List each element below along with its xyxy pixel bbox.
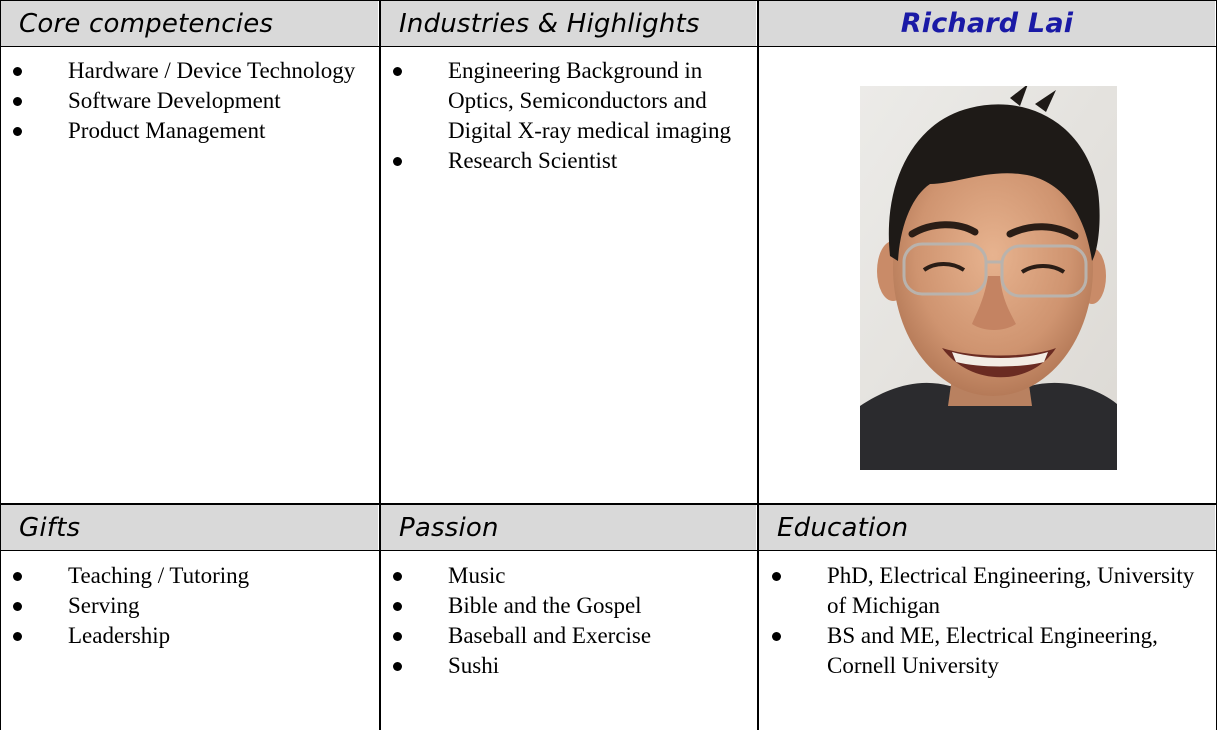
header-gifts: Gifts <box>1 505 378 550</box>
bullet-icon <box>13 127 22 136</box>
header-core-competencies: Core competencies <box>1 1 378 46</box>
education-cell: PhD, Electrical Engineering, University … <box>767 561 1215 730</box>
passion-item-text: Sushi <box>448 653 500 678</box>
header-education-label: Education <box>777 512 909 543</box>
gift-item: Serving <box>8 591 378 621</box>
industry-highlight-item: Research Scientist <box>388 146 756 176</box>
core-competency-item: Software Development <box>8 86 378 116</box>
education-item: PhD, Electrical Engineering, University … <box>767 561 1215 621</box>
header-gifts-label: Gifts <box>19 512 81 543</box>
header-industries-label: Industries & Highlights <box>399 8 700 39</box>
column-divider-1 <box>379 0 381 730</box>
passion-item: Bible and the Gospel <box>388 591 756 621</box>
header-person-name: Richard Lai <box>759 1 1215 46</box>
passion-item: Baseball and Exercise <box>388 621 756 651</box>
portrait-photo <box>860 86 1117 470</box>
education-item: BS and ME, Electrical Engineering, Corne… <box>767 621 1215 681</box>
bullet-icon <box>13 97 22 106</box>
gift-item: Teaching / Tutoring <box>8 561 378 591</box>
gift-item-text: Serving <box>68 593 140 618</box>
bullet-icon <box>393 662 402 671</box>
header-education: Education <box>759 505 1215 550</box>
column-divider-2 <box>757 0 759 730</box>
bullet-icon <box>393 632 402 641</box>
passion-item: Music <box>388 561 756 591</box>
industries-highlights-list: Engineering Background in Optics, Semico… <box>388 56 756 176</box>
header-industries-highlights: Industries & Highlights <box>381 1 756 46</box>
header-passion-label: Passion <box>399 512 499 543</box>
gift-item: Leadership <box>8 621 378 651</box>
row-1-bottom <box>0 503 1217 505</box>
table-border-left <box>0 0 1 730</box>
bullet-icon <box>393 602 402 611</box>
passion-item: Sushi <box>388 651 756 681</box>
education-item-text: BS and ME, Electrical Engineering, Corne… <box>827 623 1158 678</box>
education-list: PhD, Electrical Engineering, University … <box>767 561 1215 681</box>
core-competency-item-text: Product Management <box>68 118 266 143</box>
gift-item-text: Teaching / Tutoring <box>68 563 250 588</box>
bullet-icon <box>772 572 781 581</box>
passion-item-text: Bible and the Gospel <box>448 593 642 618</box>
education-item-text: PhD, Electrical Engineering, University … <box>827 563 1195 618</box>
bullet-icon <box>393 157 402 166</box>
core-competency-item-text: Software Development <box>68 88 281 113</box>
bullet-icon <box>393 67 402 76</box>
passion-item-text: Baseball and Exercise <box>448 623 652 648</box>
bullet-icon <box>13 67 22 76</box>
portrait-image <box>860 86 1117 470</box>
header-passion: Passion <box>381 505 756 550</box>
bullet-icon <box>772 632 781 641</box>
table-border-top <box>0 0 1217 1</box>
core-competency-item: Hardware / Device Technology <box>8 56 378 86</box>
bullet-icon <box>13 602 22 611</box>
header-core-competencies-label: Core competencies <box>19 8 274 39</box>
header-row-1-bottom <box>0 46 1217 47</box>
bullet-icon <box>393 572 402 581</box>
bullet-icon <box>13 632 22 641</box>
industries-highlights-cell: Engineering Background in Optics, Semico… <box>388 56 756 496</box>
gift-item-text: Leadership <box>68 623 171 648</box>
industry-highlight-item-text: Research Scientist <box>448 148 618 173</box>
industry-highlight-item: Engineering Background in Optics, Semico… <box>388 56 756 146</box>
core-competency-item: Product Management <box>8 116 378 146</box>
person-name: Richard Lai <box>900 8 1074 39</box>
bullet-icon <box>13 572 22 581</box>
industry-highlight-item-text: Engineering Background in Optics, Semico… <box>448 58 731 143</box>
core-competency-item-text: Hardware / Device Technology <box>68 58 356 83</box>
passion-item-text: Music <box>448 563 506 588</box>
header-row-2-bottom <box>0 550 1217 551</box>
